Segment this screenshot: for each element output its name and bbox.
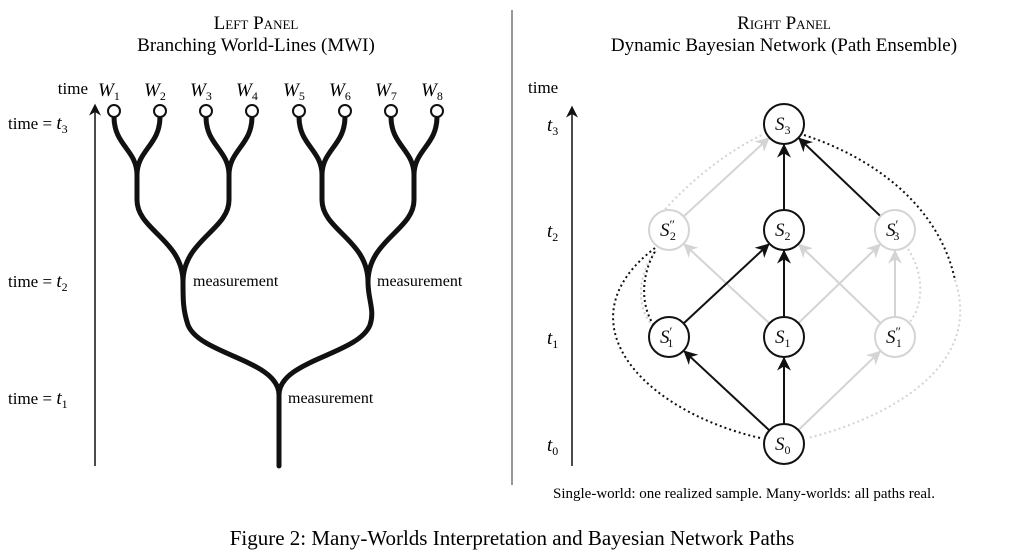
dotted-curve-s3p-s1pp bbox=[903, 248, 922, 329]
dbn-nodes: S3S″2 S2 S′3S′1 S1 S″1S0 bbox=[648, 103, 916, 465]
branch-w1 bbox=[111, 114, 140, 178]
branch-lr bbox=[180, 172, 232, 285]
node-circle bbox=[874, 316, 916, 358]
branch-left bbox=[180, 279, 282, 398]
realized-edge-s0-s1p bbox=[683, 350, 771, 432]
node-label: S1 bbox=[775, 327, 791, 350]
node-label: S″2 bbox=[660, 217, 676, 243]
branch-right bbox=[276, 279, 375, 398]
world-node-w1 bbox=[107, 104, 121, 118]
node-circle bbox=[763, 103, 805, 145]
world-node-w2 bbox=[153, 104, 167, 118]
dotted-curve-s1p-s2pp bbox=[643, 249, 658, 330]
measurement-label-left: measurement bbox=[193, 273, 279, 290]
right-panel: Right Panel Dynamic Bayesian Network (Pa… bbox=[528, 13, 962, 502]
node-label: S″1 bbox=[886, 324, 902, 350]
dotted-curve-s0-s2pp bbox=[612, 247, 761, 439]
dbn-node-s2pp: S″2 bbox=[648, 209, 690, 251]
node-circle bbox=[763, 209, 805, 251]
branch-w7 bbox=[388, 114, 417, 178]
right-panel-note: Single-world: one realized sample. Many-… bbox=[553, 486, 935, 502]
branch-ll bbox=[134, 172, 186, 285]
branch-w3 bbox=[203, 114, 232, 178]
dbn-node-s3: S3 bbox=[763, 103, 805, 145]
possible-edge-s0-s1pp bbox=[797, 350, 881, 431]
node-label: S2 bbox=[775, 220, 791, 243]
right-time-label-t0: t0 bbox=[547, 435, 558, 458]
world-label-w1: W1 bbox=[98, 80, 120, 103]
right-panel-title: Right Panel bbox=[737, 13, 831, 34]
right-time-label-t1: t1 bbox=[547, 328, 558, 351]
world-node-w7 bbox=[384, 104, 398, 118]
node-circle bbox=[648, 316, 690, 358]
world-line-tree bbox=[111, 114, 440, 469]
measurement-label-right: measurement bbox=[377, 273, 463, 290]
realized-edge-s3p-s3 bbox=[798, 137, 882, 217]
node-circle bbox=[648, 209, 690, 251]
possible-edge-s1pp-s2 bbox=[798, 243, 882, 324]
dotted-curve-s2pp-s1p bbox=[640, 250, 658, 329]
world-label-w7: W7 bbox=[375, 80, 397, 103]
dotted-curve-right-s0 bbox=[807, 279, 962, 439]
dbn-edges bbox=[682, 137, 902, 432]
right-time-label-t2: t2 bbox=[547, 221, 558, 244]
left-panel-subtitle: Branching World-Lines (MWI) bbox=[137, 35, 375, 56]
world-labels: W1 W2 W3 W4 W5 W6 W7 W8 bbox=[98, 80, 443, 103]
world-node-w5 bbox=[292, 104, 306, 118]
branch-w4 bbox=[226, 114, 255, 178]
world-node-w3 bbox=[199, 104, 213, 118]
realized-edge-s1p-s2 bbox=[682, 243, 770, 325]
right-panel-subtitle: Dynamic Bayesian Network (Path Ensemble) bbox=[611, 35, 957, 56]
world-label-w2: W2 bbox=[144, 80, 166, 103]
left-panel-title: Left Panel bbox=[214, 13, 299, 34]
right-axis-label: time bbox=[528, 78, 558, 97]
branch-w6 bbox=[319, 114, 348, 178]
world-label-w3: W3 bbox=[190, 80, 212, 103]
left-time-label-t1: time = t1 bbox=[8, 388, 68, 411]
node-label: S0 bbox=[775, 434, 791, 457]
left-time-label-t2: time = t2 bbox=[8, 271, 68, 294]
left-time-label-t3: time = t3 bbox=[8, 113, 68, 136]
dotted-curve-s3-right bbox=[803, 134, 956, 281]
right-time-label-t3: t3 bbox=[547, 115, 558, 138]
branch-w5 bbox=[296, 114, 325, 178]
world-node-w4 bbox=[245, 104, 259, 118]
dbn-node-s3p: S′3 bbox=[874, 209, 916, 251]
left-axis-label: time bbox=[58, 79, 88, 98]
node-circle bbox=[874, 209, 916, 251]
world-label-w4: W4 bbox=[236, 80, 258, 103]
branch-w2 bbox=[134, 114, 163, 178]
node-circle bbox=[763, 423, 805, 465]
node-circle bbox=[763, 316, 805, 358]
world-endpoints bbox=[107, 104, 444, 118]
ensemble-curves bbox=[612, 134, 962, 439]
node-label: S′3 bbox=[886, 217, 899, 243]
dotted-curve-s2pp-s3 bbox=[661, 134, 763, 214]
world-label-w8: W8 bbox=[421, 80, 443, 103]
left-panel: Left Panel Branching World-Lines (MWI) t… bbox=[8, 13, 463, 469]
world-node-w8 bbox=[430, 104, 444, 118]
figure-caption: Figure 2: Many-Worlds Interpretation and… bbox=[230, 526, 795, 550]
branch-w8 bbox=[411, 114, 440, 178]
measurement-label-root: measurement bbox=[288, 390, 374, 407]
world-label-w5: W5 bbox=[283, 80, 305, 103]
dbn-node-s2: S2 bbox=[763, 209, 805, 251]
dbn-node-s1: S1 bbox=[763, 316, 805, 358]
dbn-node-s0: S0 bbox=[763, 423, 805, 465]
node-label: S3 bbox=[775, 114, 791, 137]
dbn-node-s1pp: S″1 bbox=[874, 316, 916, 358]
dbn-node-s1p: S′1 bbox=[648, 316, 690, 358]
branch-rr bbox=[365, 172, 417, 285]
branch-rl bbox=[319, 172, 371, 285]
world-node-w6 bbox=[338, 104, 352, 118]
possible-edge-s2pp-s3 bbox=[683, 137, 770, 218]
world-label-w6: W6 bbox=[329, 80, 351, 103]
node-label: S′1 bbox=[660, 324, 673, 350]
